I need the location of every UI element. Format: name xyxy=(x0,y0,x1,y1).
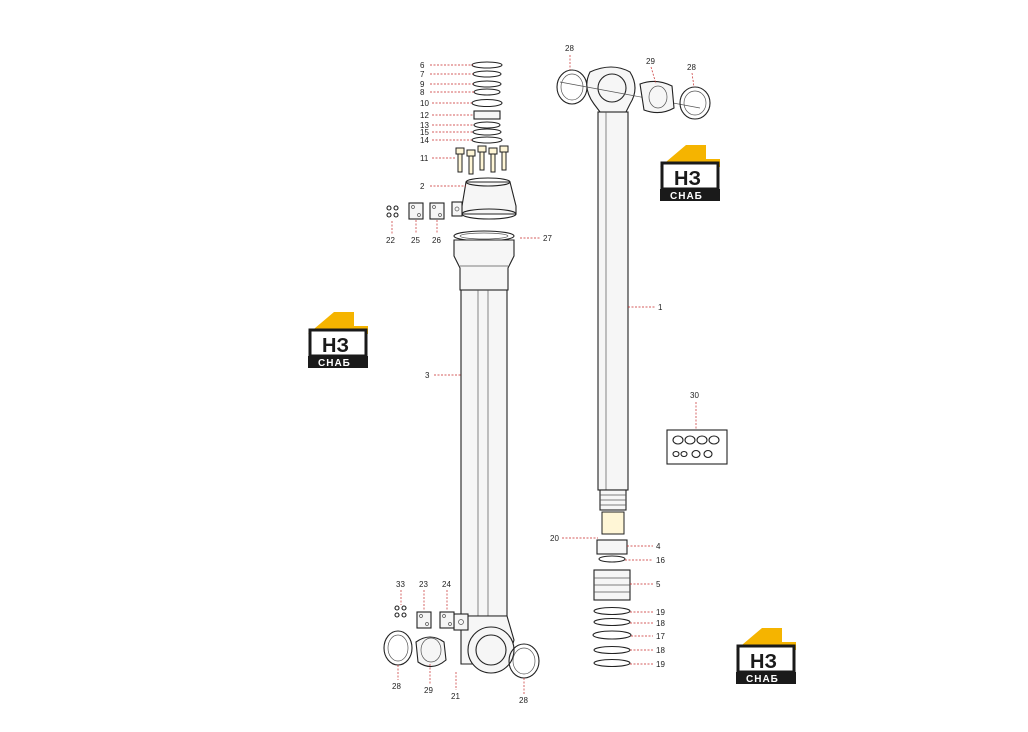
label-27: 27 xyxy=(543,234,552,243)
label-3: 3 xyxy=(425,371,430,380)
label-16: 16 xyxy=(656,556,665,565)
label-28-top-right: 28 xyxy=(687,63,696,72)
watermark-logo-top-right: НЗ СНАБ xyxy=(660,145,720,202)
logo-word: СНАБ xyxy=(670,191,703,202)
label-7: 7 xyxy=(420,70,425,79)
label-18-lower: 18 xyxy=(656,646,665,655)
logo-letters: НЗ xyxy=(750,651,777,673)
label-15: 15 xyxy=(420,128,429,137)
piston-stack xyxy=(592,539,632,668)
label-29-top-right: 29 xyxy=(646,57,655,66)
label-25: 25 xyxy=(411,236,420,245)
label-33: 33 xyxy=(396,580,405,589)
logo-word: СНАБ xyxy=(746,674,779,685)
label-19-upper: 19 xyxy=(656,608,665,617)
label-19-lower: 19 xyxy=(656,660,665,669)
bolts xyxy=(455,145,509,175)
logo-letters: НЗ xyxy=(674,168,701,190)
label-10: 10 xyxy=(420,99,429,108)
small-parts-bottom-left xyxy=(394,605,455,629)
label-8: 8 xyxy=(420,88,425,97)
label-30: 30 xyxy=(690,391,699,400)
label-20: 20 xyxy=(550,534,559,543)
seal-kit xyxy=(666,429,728,465)
label-28-bottom-right: 28 xyxy=(519,696,528,705)
cylinder-tube xyxy=(453,239,515,674)
part-number-labels: 6 7 9 8 10 12 13 15 14 11 2 22 25 26 27 … xyxy=(386,44,699,705)
label-28-top-left: 28 xyxy=(565,44,574,53)
label-26: 26 xyxy=(432,236,441,245)
small-parts-top-left xyxy=(386,202,445,220)
piston-rod xyxy=(556,66,711,535)
label-22: 22 xyxy=(386,236,395,245)
label-17: 17 xyxy=(656,632,665,641)
label-1: 1 xyxy=(658,303,663,312)
label-24: 24 xyxy=(442,580,451,589)
label-4: 4 xyxy=(656,542,661,551)
label-23: 23 xyxy=(419,580,428,589)
label-14: 14 xyxy=(420,136,429,145)
label-6: 6 xyxy=(420,61,425,70)
label-2: 2 xyxy=(420,182,425,191)
label-11: 11 xyxy=(420,154,429,163)
label-21: 21 xyxy=(451,692,460,701)
leader-lines xyxy=(391,55,697,694)
label-12: 12 xyxy=(420,111,429,120)
label-28-bottom-left: 28 xyxy=(392,682,401,691)
label-5: 5 xyxy=(656,580,661,589)
cylinder-head-stack xyxy=(451,61,517,242)
logo-word: СНАБ xyxy=(318,358,351,369)
watermark-logo-left: НЗ СНАБ xyxy=(308,312,368,369)
label-29-bottom-left: 29 xyxy=(424,686,433,695)
logo-letters: НЗ xyxy=(322,335,349,357)
label-13: 13 xyxy=(420,121,429,130)
label-18-upper: 18 xyxy=(656,619,665,628)
watermark-logo-bottom-right: НЗ СНАБ xyxy=(736,628,796,685)
label-9: 9 xyxy=(420,80,425,89)
